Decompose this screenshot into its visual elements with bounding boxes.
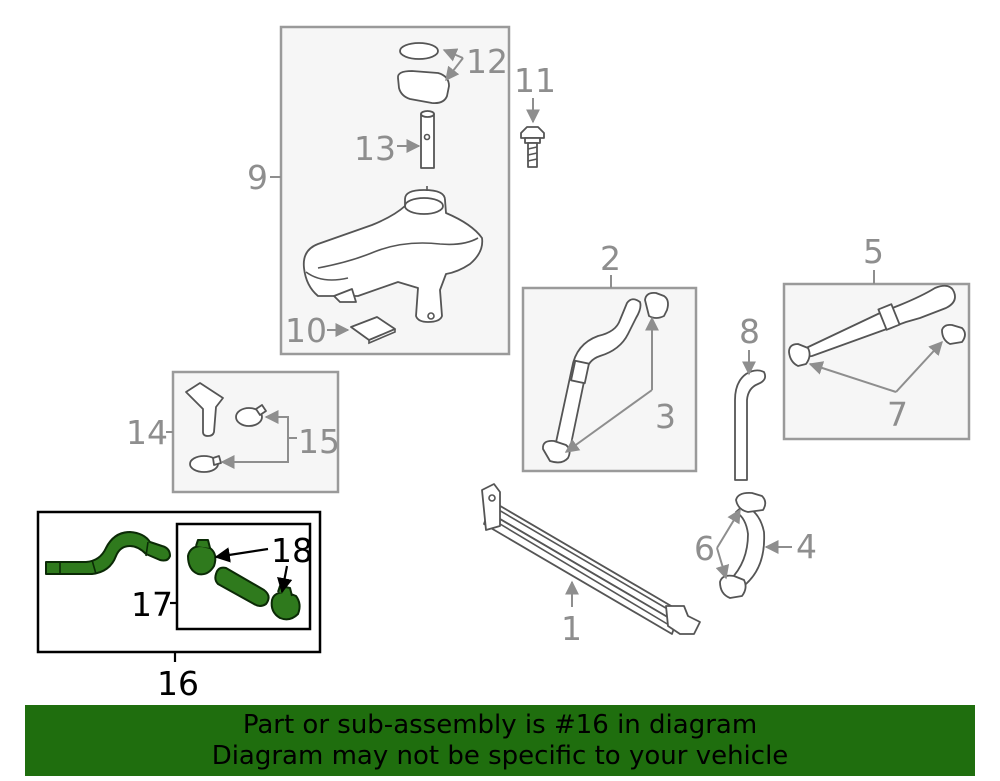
callout-9: 9	[247, 158, 268, 197]
callout-labels: 12 11 13 9 10 14 15 2 3 5 7 8 6 4 1 18 1…	[126, 42, 908, 700]
bolt	[520, 126, 545, 168]
callout-3: 3	[655, 397, 676, 436]
green-clamp-upper[interactable]	[187, 545, 217, 576]
level-sensor	[420, 113, 435, 169]
callout-10: 10	[285, 311, 327, 350]
banner-line-1: Part or sub-assembly is #16 in diagram	[242, 710, 758, 740]
parts-diagram: 12 11 13 9 10 14 15 2 3 5 7 8 6 4 1 18 1…	[36, 25, 971, 700]
hose-clamp-left-7	[788, 343, 811, 367]
callout-13: 13	[354, 129, 396, 168]
hose-clamp-upper-3	[644, 291, 669, 319]
callout-4: 4	[796, 527, 817, 566]
callout-2: 2	[600, 239, 621, 278]
hose-clamp-upper	[235, 407, 263, 427]
radiator-hose-box	[782, 282, 971, 441]
callout-18: 18	[271, 531, 313, 570]
highlighted-assembly-16	[36, 510, 322, 654]
leader-lines	[166, 48, 943, 662]
hose-fitting	[185, 382, 224, 437]
hose-connector-18[interactable]	[214, 566, 270, 607]
callout-5: 5	[863, 232, 884, 271]
callout-14: 14	[126, 413, 168, 452]
hose-assembly-box	[521, 286, 698, 473]
callout-12: 12	[466, 42, 508, 81]
callout-7: 7	[887, 395, 908, 434]
reservoir-assembly-box	[279, 25, 511, 356]
coolant-hose-2	[554, 298, 642, 450]
info-banner: Part or sub-assembly is #16 in diagram D…	[25, 705, 975, 776]
callout-16: 16	[157, 664, 199, 700]
banner-line-2: Diagram may not be specific to your vehi…	[211, 741, 789, 771]
callout-8: 8	[739, 312, 760, 351]
hose-clamp-upper-6	[735, 491, 767, 513]
coolant-reservoir	[302, 189, 484, 323]
radiator	[481, 483, 701, 635]
hose-clamp-right-7	[941, 323, 966, 345]
callout-1: 1	[561, 609, 582, 648]
callout-15: 15	[298, 422, 340, 461]
hose-clamp-lower-6	[719, 574, 747, 599]
coolant-hose-8	[734, 369, 767, 481]
callout-6: 6	[694, 529, 715, 568]
coolant-hose-17[interactable]	[45, 531, 171, 575]
green-clamp-lower[interactable]	[270, 591, 301, 621]
callout-17: 17	[131, 585, 173, 624]
reservoir-cap	[397, 70, 450, 105]
callout-11: 11	[514, 61, 556, 100]
cap-seal	[399, 42, 439, 60]
